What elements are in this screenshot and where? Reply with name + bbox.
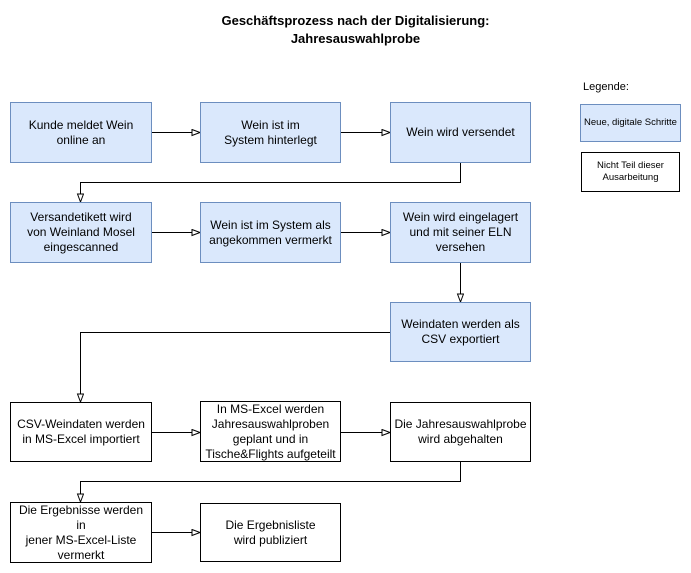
legend-item-digital: Neue, digitale Schritte bbox=[580, 104, 681, 142]
node-jahresauswahlprobe-abgehalten: Die Jahresauswahlprobe wird abgehalten bbox=[390, 402, 531, 462]
connector-abgehalten-to-ergebnisse bbox=[81, 462, 461, 502]
node-wein-wird-versendet: Wein wird versendet bbox=[390, 102, 531, 163]
legend-item-excluded-label: Nicht Teil dieser Ausarbeitung bbox=[597, 160, 664, 183]
node-csv-weindaten-in-excel-importiert: CSV-Weindaten werden in MS-Excel importi… bbox=[10, 402, 152, 462]
node-versandetikett-eingescanned: Versandetikett wird von Weinland Mosel e… bbox=[10, 202, 152, 263]
node-ergebnisliste-publiziert: Die Ergebnisliste wird publiziert bbox=[200, 503, 341, 562]
legend-item-excluded: Nicht Teil dieser Ausarbeitung bbox=[581, 152, 680, 192]
node-wein-eingelagert-mit-eln: Wein wird eingelagert und mit seiner ELN… bbox=[390, 202, 531, 263]
node-ergebnisse-in-excel-liste-vermerkt: Die Ergebnisse werden in jener MS-Excel-… bbox=[10, 502, 152, 563]
legend-item-digital-label: Neue, digitale Schritte bbox=[584, 117, 677, 128]
node-wein-ist-im-system-hinterlegt: Wein ist im System hinterlegt bbox=[200, 102, 341, 163]
node-wein-als-angekommen-vermerkt: Wein ist im System als angekommen vermer… bbox=[200, 202, 341, 263]
connector-versendet-to-versandetikett bbox=[81, 163, 461, 202]
legend-heading: Legende: bbox=[583, 81, 629, 93]
node-kunde-meldet-wein-online-an: Kunde meldet Wein online an bbox=[10, 102, 152, 163]
diagram-title: Geschäftsprozess nach der Digitalisierun… bbox=[221, 13, 490, 46]
connector-csvexport-to-csvimport bbox=[81, 332, 390, 403]
node-excel-jahresauswahlproben-geplant: In MS-Excel werden Jahresauswahlproben g… bbox=[200, 401, 341, 462]
node-weindaten-als-csv-exportiert: Weindaten werden als CSV exportiert bbox=[390, 302, 531, 362]
